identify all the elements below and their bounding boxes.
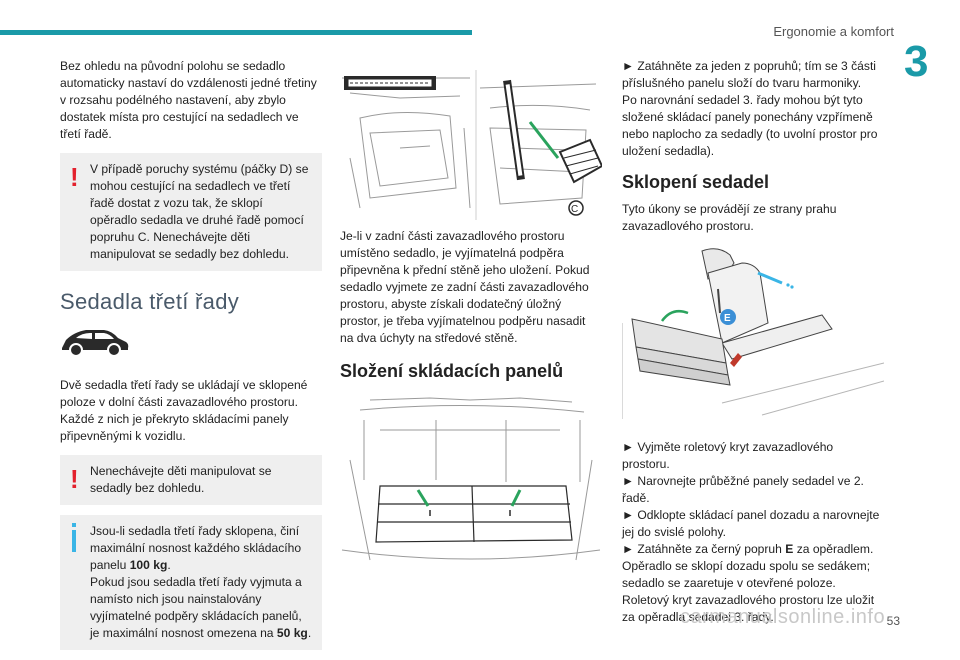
info-text-1: Jsou-li sedadla třetí řady sklopena, čin… bbox=[90, 524, 302, 572]
third-row-paragraph: Dvě sedadla třetí řady se ukládají ve sk… bbox=[60, 378, 308, 443]
warning-text: V případě poruchy systému (páčky D) se m… bbox=[90, 162, 309, 261]
step-1: ► Vyjměte roletový kryt zavazadlového pr… bbox=[622, 440, 834, 471]
warning-icon: ! bbox=[70, 162, 79, 192]
load-value-100: 100 kg bbox=[129, 558, 168, 572]
step-3: ► Odklopte skládací panel dozadu a narov… bbox=[622, 508, 880, 539]
trunk-support-illustration: C bbox=[340, 58, 604, 222]
warning-icon: ! bbox=[70, 464, 79, 494]
chapter-number: 3 bbox=[904, 37, 929, 86]
car-silhouette-icon bbox=[60, 324, 322, 363]
intro-paragraph: Bez ohledu na původní polohu se sedadlo … bbox=[60, 59, 317, 141]
folding-panels-illustration bbox=[340, 390, 602, 572]
svg-text:C: C bbox=[571, 204, 578, 215]
support-paragraph: Je-li v zadní části zavazadlového prosto… bbox=[340, 229, 590, 345]
steps-list: ► Vyjměte roletový kryt zavazadlového pr… bbox=[622, 439, 884, 626]
section-title-folding-seats: Sklopení sedadel bbox=[622, 172, 770, 192]
info-icon bbox=[72, 523, 76, 552]
step-4: ► Zatáhněte za černý popruh E za opěradl… bbox=[622, 542, 875, 624]
step-2: ► Narovnejte průběžné panely sedadel ve … bbox=[622, 474, 864, 505]
seat-folding-illustration: E bbox=[621, 243, 885, 419]
column-3: ► Zatáhněte za jeden z popruhů; tím se 3… bbox=[621, 58, 885, 626]
column-1: Bez ohledu na původní polohu se sedadlo … bbox=[60, 58, 322, 660]
watermark: carmanualsonline.info bbox=[680, 606, 886, 628]
info-text-2: Pokud jsou sedadla třetí řady vyjmuta a … bbox=[90, 575, 312, 640]
section-title-third-row: Sedadla třetí řady bbox=[60, 289, 240, 314]
warning-box-2: ! Nenechávejte děti manipulovat se sedad… bbox=[60, 455, 322, 505]
header-accent-bar bbox=[0, 30, 472, 35]
info-box: Jsou-li sedadla třetí řady sklopena, čin… bbox=[60, 515, 322, 650]
load-value-50: 50 kg bbox=[276, 626, 308, 640]
strap-label: E bbox=[785, 542, 794, 556]
header-title: Ergonomie a komfort bbox=[773, 24, 894, 39]
section-title-folding-panels: Složení skládacích panelů bbox=[340, 361, 564, 381]
warning-text-2: Nenechávejte děti manipulovat se sedadly… bbox=[90, 464, 272, 495]
panels-paragraph: Po narovnání sedadel 3. řady mohou být t… bbox=[622, 93, 878, 158]
seats-intro: Tyto úkony se provádějí ze strany prahu … bbox=[622, 202, 837, 233]
strap-paragraph: ► Zatáhněte za jeden z popruhů; tím se 3… bbox=[622, 59, 876, 90]
page-number: 53 bbox=[886, 614, 900, 628]
svg-text:E: E bbox=[724, 313, 731, 324]
column-2: C Je-li v zadní části zavazadlového pros… bbox=[340, 58, 604, 572]
warning-box: ! V případě poruchy systému (páčky D) se… bbox=[60, 153, 322, 271]
